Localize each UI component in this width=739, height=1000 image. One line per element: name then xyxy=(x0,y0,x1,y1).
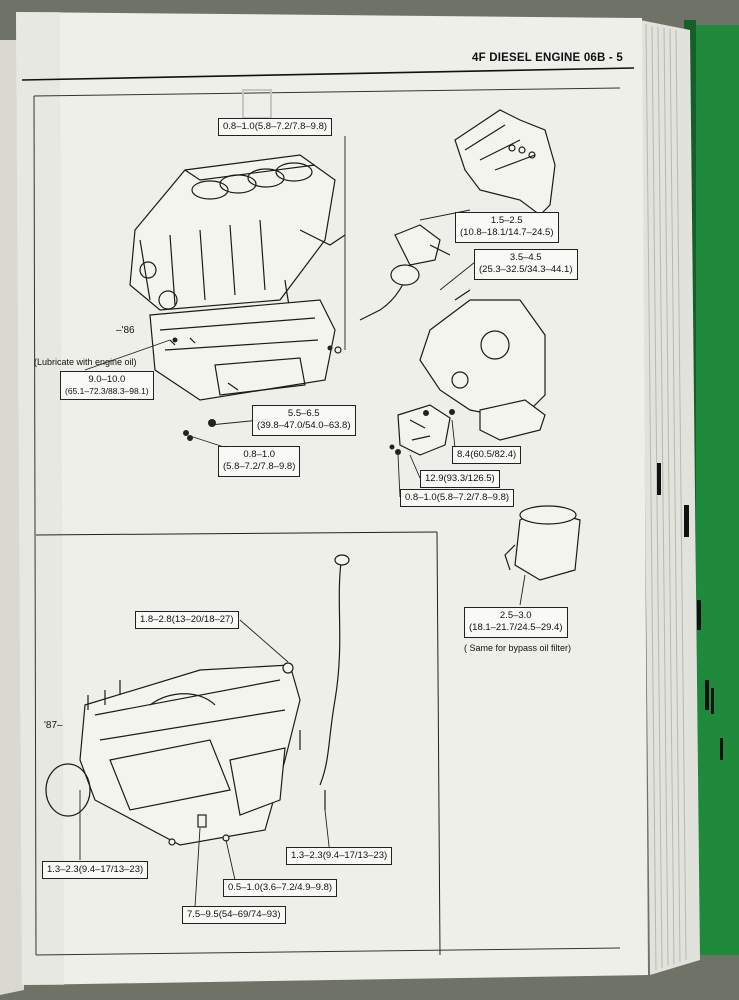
torque-callout-3-line1: 3.5–4.5 xyxy=(509,252,542,263)
torque-callout-5: 5.5–6.5 (39.8–47.0/54.0–63.8) xyxy=(252,405,356,436)
thermostat-drawing xyxy=(359,224,451,321)
torque-callout-3-line2: (25.3–32.5/34.3–44.1) xyxy=(479,264,573,276)
year-label-86: –'86 xyxy=(116,325,135,336)
torque-callout-11-line2: (18.1–21.7/24.5–29.4) xyxy=(469,622,563,634)
torque-callout-11-line1: 2.5–3.0 xyxy=(499,610,532,621)
torque-callout-6: 0.8–1.0 (5.8–7.2/7.8–9.8) xyxy=(218,446,301,477)
torque-callout-13: 1.3–2.3(9.4–17/13–23) xyxy=(42,861,149,880)
oil-pan-drawing xyxy=(45,554,350,846)
torque-callout-6-line1: 0.8–1.0 xyxy=(243,449,276,460)
engine-block-drawing xyxy=(129,154,346,401)
torque-callout-4-line2: (65.1–72.3/88.3–98.1) xyxy=(65,386,149,397)
torque-callout-5-line2: (39.8–47.0/54.0–63.8) xyxy=(257,420,351,432)
manifold-drawing xyxy=(454,109,556,216)
torque-callout-8: 12.9(93.3/126.5) xyxy=(420,470,500,489)
torque-callout-12: 1.3–2.3(9.4–17/13–23) xyxy=(286,847,393,866)
torque-callout-6-line2: (5.8–7.2/7.8–9.8) xyxy=(223,461,296,473)
torque-callout-4: 9.0–10.0 (65.1–72.3/88.3–98.1) xyxy=(60,371,154,401)
torque-callout-3: 3.5–4.5 (25.3–32.5/34.3–44.1) xyxy=(474,249,578,280)
page-header-title: 4F DIESEL ENGINE 06B - 5 xyxy=(472,52,623,64)
torque-callout-4-line1: 9.0–10.0 xyxy=(88,374,126,385)
torque-callout-1: 0.8–1.0(5.8–7.2/7.8–9.8) xyxy=(218,118,333,137)
torque-callout-5-line1: 5.5–6.5 xyxy=(287,408,320,419)
torque-callout-9: 0.8–1.0(5.8–7.2/7.8–9.8) xyxy=(400,489,515,508)
torque-callout-10: 1.8–2.8(13–20/18–27) xyxy=(135,611,239,630)
bypass-filter-note: ( Same for bypass oil filter) xyxy=(464,643,572,653)
year-label-87: '87– xyxy=(44,720,63,731)
lubricate-note: (Lubricate with engine oil) xyxy=(34,357,137,367)
torque-callout-2: 1.5–2.5 (10.8–18.1/14.7–24.5) xyxy=(455,212,559,243)
torque-callout-7: 8.4(60.5/82.4) xyxy=(452,446,522,465)
torque-callout-14: 0.5–1.0(3.6–7.2/4.9–9.8) xyxy=(223,879,338,898)
torque-callout-2-line2: (10.8–18.1/14.7–24.5) xyxy=(460,227,554,239)
torque-callout-11: 2.5–3.0 (18.1–21.7/24.5–29.4) xyxy=(464,607,568,638)
engine-mount-drawing xyxy=(397,399,546,456)
torque-callout-15: 7.5–9.5(54–69/74–93) xyxy=(182,906,286,925)
oil-filter-drawing xyxy=(504,505,581,581)
bolt-icons xyxy=(172,337,455,455)
torque-callout-2-line1: 1.5–2.5 xyxy=(490,215,523,226)
